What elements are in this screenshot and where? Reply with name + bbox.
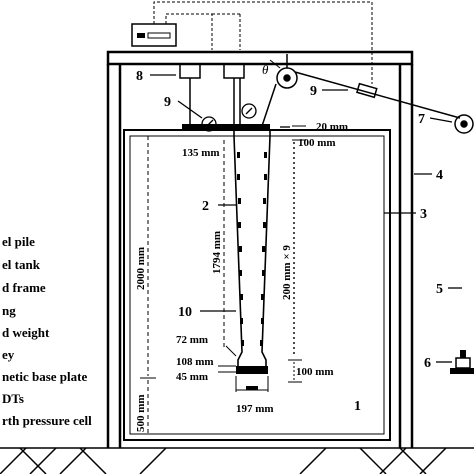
callout-1: 1 bbox=[354, 399, 361, 414]
dim-20: 20 mm bbox=[316, 121, 348, 133]
legend-item: netic base plate bbox=[2, 369, 87, 384]
dim-197: 197 mm bbox=[236, 403, 274, 415]
callout-3: 3 bbox=[420, 207, 427, 222]
legend-item: d frame bbox=[2, 280, 46, 295]
dimension-labels: 2000 mm 500 mm 1794 mm 200 mm × 9 20 mm … bbox=[135, 121, 348, 432]
dashed-cables bbox=[153, 1, 373, 84]
data-logger bbox=[131, 23, 177, 47]
model-tank bbox=[123, 129, 391, 441]
callout-9a: 9 bbox=[164, 95, 171, 110]
callout-7: 7 bbox=[418, 112, 425, 127]
legend-item: DTs bbox=[2, 391, 24, 406]
theta-label: θ bbox=[262, 62, 269, 77]
dim-100-top: 100 mm bbox=[298, 137, 336, 149]
legend-item: ey bbox=[2, 347, 15, 362]
ground-hatch bbox=[0, 447, 474, 474]
strain-gauges bbox=[237, 152, 267, 346]
legend-item: rth pressure cell bbox=[2, 413, 92, 428]
dim-72: 72 mm bbox=[176, 334, 208, 346]
tapered-pile bbox=[233, 130, 271, 366]
callout-2: 2 bbox=[202, 199, 209, 214]
dim-100-bottom: 100 mm bbox=[296, 366, 334, 378]
callout-numbers: 1 2 3 4 5 6 7 8 9 9 10 bbox=[136, 69, 443, 414]
callout-9b: 9 bbox=[310, 84, 317, 99]
dim-45: 45 mm bbox=[176, 371, 208, 383]
dim-2000: 2000 mm bbox=[135, 247, 147, 290]
callout-5: 5 bbox=[436, 282, 443, 297]
legend-item: ng bbox=[2, 303, 16, 318]
dial-gauges bbox=[201, 103, 257, 132]
base-plate bbox=[236, 366, 268, 374]
reaction-frame bbox=[106, 50, 414, 448]
dead-weight bbox=[450, 350, 474, 374]
dimension-lines bbox=[140, 125, 306, 434]
dim-1794: 1794 mm bbox=[211, 231, 223, 274]
callout-10: 10 bbox=[178, 305, 192, 320]
callout-6: 6 bbox=[424, 356, 431, 371]
callout-4: 4 bbox=[436, 168, 443, 183]
legend-item: el pile bbox=[2, 234, 35, 249]
dim-500: 500 mm bbox=[135, 394, 147, 432]
dim-135: 135 mm bbox=[182, 147, 220, 159]
outer-pulley bbox=[356, 82, 474, 134]
lvdt-gauges bbox=[179, 63, 245, 124]
legend: el pile el tank d frame ng d weight ey n… bbox=[2, 234, 92, 428]
callout-8: 8 bbox=[136, 69, 143, 84]
legend-item: d weight bbox=[2, 325, 50, 340]
dim-108: 108 mm bbox=[176, 356, 214, 368]
pressure-cell bbox=[246, 386, 258, 390]
dim-spacing: 200 mm × 9 bbox=[281, 245, 293, 300]
loading-beam bbox=[182, 124, 270, 130]
pulley bbox=[261, 54, 461, 127]
legend-item: el tank bbox=[2, 257, 41, 272]
callout-arrows bbox=[150, 74, 462, 363]
